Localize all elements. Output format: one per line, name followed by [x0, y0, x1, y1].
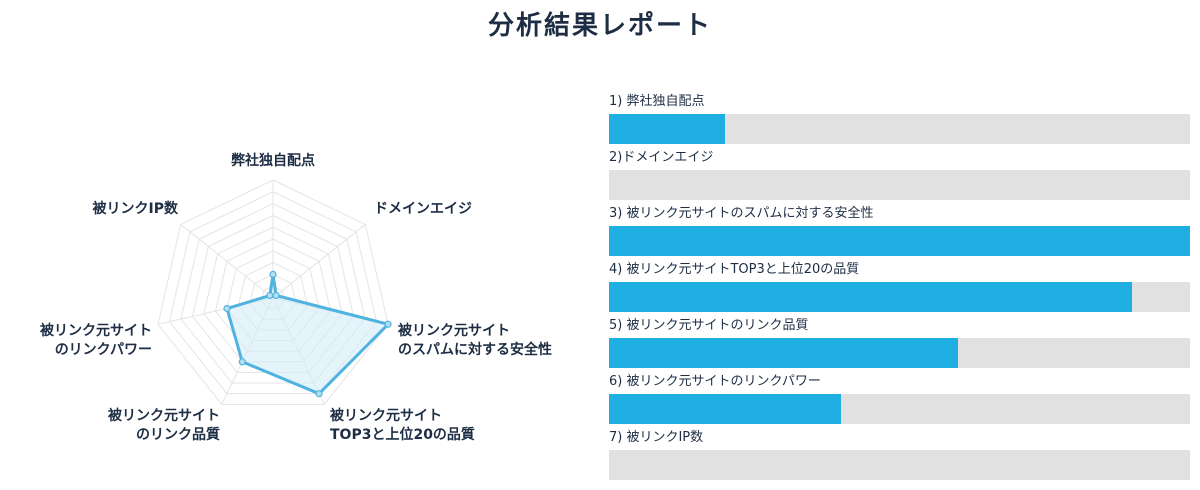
- bar-row: 7) 被リンクIP数: [609, 430, 1190, 486]
- bar-fill: [609, 282, 1132, 312]
- bar-row: 3) 被リンク元サイトのスパムに対する安全性: [609, 206, 1190, 262]
- bar-chart: 1) 弊社独自配点 2)ドメインエイジ 3) 被リンク元サイトのスパムに対する安全性…: [609, 94, 1190, 486]
- radar-grid-ring: [168, 191, 378, 395]
- bar-row: 4) 被リンク元サイトTOP3と上位20の品質: [609, 262, 1190, 318]
- bar-track: [609, 170, 1190, 200]
- bar-track: [609, 282, 1190, 312]
- bar-row: 1) 弊社独自配点: [609, 94, 1190, 150]
- bar-label: 2)ドメインエイジ: [609, 150, 714, 165]
- bar-label: 3) 被リンク元サイトのスパムに対する安全性: [609, 206, 874, 221]
- bar-track: [609, 394, 1190, 424]
- bar-track: [609, 450, 1190, 480]
- page-title: 分析結果レポート: [487, 11, 712, 41]
- radar-spoke: [272, 224, 366, 299]
- radar-chart: 弊社独自配点ドメインエイジ被リンク元サイトのスパムに対する安全性被リンク元サイト…: [40, 152, 552, 443]
- radar-grid-ring: [157, 179, 389, 405]
- bar-track: [609, 114, 1190, 144]
- radar-point: [238, 358, 246, 366]
- radar-axis-label: 被リンク元サイトのリンクパワー: [40, 322, 152, 358]
- bar-fill: [609, 226, 1190, 256]
- bar-row: 2)ドメインエイジ: [609, 150, 1190, 206]
- bar-track: [609, 226, 1190, 256]
- radar-axis-label: ドメインエイジ: [374, 201, 472, 217]
- bar-track: [609, 338, 1190, 368]
- bar-row: 5) 被リンク元サイトのリンク品質: [609, 318, 1190, 374]
- radar-point: [266, 291, 274, 300]
- radar-axis-label: 被リンク元サイトのリンク品質: [108, 407, 220, 443]
- radar-point: [223, 304, 231, 313]
- bar-label: 6) 被リンク元サイトのリンクパワー: [609, 374, 821, 389]
- bar-label: 7) 被リンクIP数: [609, 430, 704, 445]
- bar-fill: [609, 114, 726, 144]
- radar-axis-label: 被リンクIP数: [93, 200, 179, 217]
- radar-point: [384, 320, 392, 328]
- bar-label: 1) 弊社独自配点: [609, 94, 705, 109]
- radar-point: [315, 390, 323, 398]
- radar-axis-label: 弊社独自配点: [231, 152, 315, 169]
- bar-label: 5) 被リンク元サイトのリンク品質: [609, 318, 809, 333]
- radar-axis-label: 被リンク元サイトのスパムに対する安全性: [398, 322, 552, 358]
- bar-fill: [609, 338, 958, 368]
- bar-row: 6) 被リンク元サイトのリンクパワー: [609, 374, 1190, 430]
- radar-spoke: [180, 224, 274, 299]
- radar-grid-ring: [180, 203, 366, 384]
- bar-label: 4) 被リンク元サイトTOP3と上位20の品質: [609, 262, 860, 277]
- radar-series-area: [225, 272, 390, 396]
- radar-point: [269, 270, 277, 278]
- radar-point: [272, 291, 280, 300]
- bar-fill: [609, 394, 842, 424]
